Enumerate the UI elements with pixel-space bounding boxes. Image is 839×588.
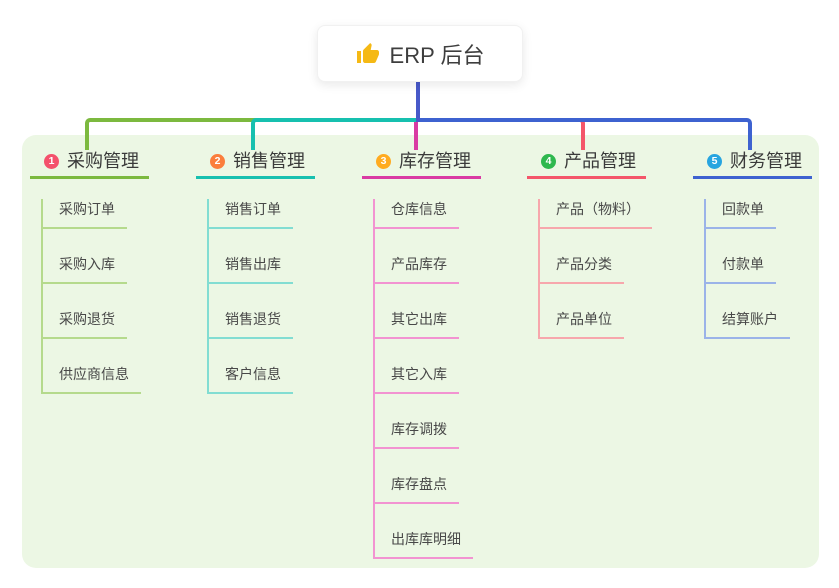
branch-3: 3 库存管理仓库信息产品库存其它出库其它入库库存调拨库存盘点出库库明细 bbox=[362, 150, 481, 559]
child-node[interactable]: 付款单 bbox=[706, 254, 776, 284]
branch-title-3[interactable]: 3 库存管理 bbox=[362, 150, 481, 179]
child-node[interactable]: 仓库信息 bbox=[375, 199, 459, 229]
branch-title-4[interactable]: 4 产品管理 bbox=[527, 150, 646, 179]
connector-branch-2 bbox=[251, 118, 420, 150]
branch-badge-5: 5 bbox=[707, 153, 722, 169]
child-node[interactable]: 产品分类 bbox=[540, 254, 624, 284]
child-node[interactable]: 产品库存 bbox=[375, 254, 459, 284]
root-stem-line bbox=[416, 82, 420, 122]
branch-title-5[interactable]: 5 财务管理 bbox=[693, 150, 812, 179]
branch-children-4: 产品（物料） 产品分类产品单位 bbox=[538, 199, 652, 339]
branch-badge-2: 2 bbox=[210, 153, 225, 169]
branch-1: 1 采购管理采购订单采购入库采购退货供应商信息 bbox=[30, 150, 149, 394]
branch-children-3: 仓库信息产品库存其它出库其它入库库存调拨库存盘点出库库明细 bbox=[373, 199, 473, 559]
connector-branch-3 bbox=[414, 118, 418, 150]
root-node[interactable]: ERP 后台 bbox=[317, 25, 523, 82]
branch-children-2: 销售订单销售出库销售退货客户信息 bbox=[207, 199, 293, 394]
child-node[interactable]: 其它出库 bbox=[375, 309, 459, 339]
child-node[interactable]: 采购订单 bbox=[43, 199, 127, 229]
child-node[interactable]: 结算账户 bbox=[706, 309, 790, 339]
child-node[interactable]: 采购退货 bbox=[43, 309, 127, 339]
branch-title-label: 库存管理 bbox=[399, 151, 471, 171]
branch-children-5: 回款单付款单结算账户 bbox=[704, 199, 790, 339]
branch-title-1[interactable]: 1 采购管理 bbox=[30, 150, 149, 179]
thumbs-up-icon bbox=[356, 42, 380, 66]
child-node[interactable]: 客户信息 bbox=[209, 364, 293, 394]
branch-title-label: 采购管理 bbox=[67, 151, 139, 171]
child-node[interactable]: 库存调拨 bbox=[375, 419, 459, 449]
branch-title-2[interactable]: 2 销售管理 bbox=[196, 150, 315, 179]
child-node[interactable]: 产品（物料） bbox=[540, 199, 652, 229]
branch-5: 5 财务管理回款单付款单结算账户 bbox=[693, 150, 812, 339]
child-node[interactable]: 销售订单 bbox=[209, 199, 293, 229]
branch-badge-3: 3 bbox=[376, 153, 391, 169]
child-node[interactable]: 库存盘点 bbox=[375, 474, 459, 504]
child-node[interactable]: 其它入库 bbox=[375, 364, 459, 394]
branch-title-label: 销售管理 bbox=[233, 151, 305, 171]
child-node[interactable]: 销售出库 bbox=[209, 254, 293, 284]
branch-badge-1: 1 bbox=[44, 153, 59, 169]
branch-title-label: 产品管理 bbox=[564, 151, 636, 171]
child-node[interactable]: 供应商信息 bbox=[43, 364, 141, 394]
branch-children-1: 采购订单采购入库采购退货供应商信息 bbox=[41, 199, 141, 394]
background-panel bbox=[22, 135, 819, 568]
child-node[interactable]: 产品单位 bbox=[540, 309, 624, 339]
child-node[interactable]: 出库库明细 bbox=[375, 529, 473, 559]
child-node[interactable]: 回款单 bbox=[706, 199, 776, 229]
child-node[interactable]: 销售退货 bbox=[209, 309, 293, 339]
branch-2: 2 销售管理销售订单销售出库销售退货客户信息 bbox=[196, 150, 315, 394]
child-node[interactable]: 采购入库 bbox=[43, 254, 127, 284]
root-node-label: ERP 后台 bbox=[389, 42, 485, 68]
branch-badge-4: 4 bbox=[541, 153, 556, 169]
branch-4: 4 产品管理产品（物料） 产品分类产品单位 bbox=[527, 150, 652, 339]
branch-title-label: 财务管理 bbox=[730, 151, 802, 171]
connector-branch-5 bbox=[416, 118, 752, 150]
